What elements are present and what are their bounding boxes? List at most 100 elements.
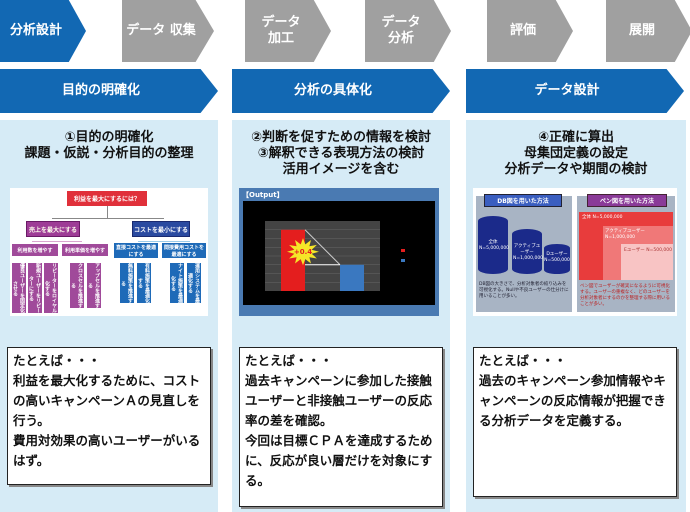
org-leaf: 優良ユーザーを固定化させる (12, 263, 26, 313)
example-box: たとえば・・・ 利益を最大化するために、コストの高いキャンペーンＡの見直しを行う… (7, 347, 211, 485)
venn-label: 全体 N=5,000,000 (582, 215, 622, 221)
connector (52, 218, 164, 219)
org-branch-cost: コストを最小にする (132, 221, 190, 237)
org-leaf: ナイト施策を最適化する (170, 263, 184, 303)
cylinder (544, 244, 570, 274)
org-leaf: リピーターをロイヤル化する (44, 263, 58, 313)
output-bar-chart: +0.4 (265, 221, 405, 291)
panel-specify-analysis: ②判断を促すための情報を検討 ③解釈できる表現方法の検討 活用イメージを含む 【… (232, 120, 450, 512)
bar-1 (281, 229, 305, 291)
venn-method-title: ベン図を用いた方法 (587, 194, 667, 207)
diff-line (304, 229, 341, 266)
venn-name: Eユーザー (624, 248, 645, 253)
title-line: 分析データや期間の検討 (504, 162, 648, 177)
burst-label: +0.4 (294, 248, 312, 256)
org-chart-image: 利益を最大にするには？ 売上を最大にする コストを最小にする 利用数を増やす 利… (10, 188, 208, 316)
org-leaf: 新規ユーザーをリピーターにする (28, 263, 42, 313)
legend-swatch-2 (401, 259, 405, 262)
cyl-name: アクティブユーザー (513, 244, 541, 255)
step-label: 展開 (628, 23, 655, 38)
org-node: 直接コストを最適にする (114, 243, 158, 258)
cyl-name: 全体 (488, 240, 498, 245)
org-node: 利用数を増やす (12, 244, 58, 256)
panel-clarify-purpose: ①目的の明確化 課題・仮説・分析目的の整理 利益を最大にするには？ 売上を最大に… (0, 120, 218, 512)
example-line: 今回は目標ＣＰＡを達成するために、反応が良い層だけを対象にする。 (245, 433, 433, 488)
example-line: たとえば・・・ (245, 353, 333, 368)
connector (32, 241, 82, 242)
phase-label: 目的の明確化 (61, 83, 140, 98)
phase-clarify-purpose: 目的の明確化 (0, 69, 218, 113)
phase-label: 分析の具体化 (293, 83, 372, 98)
step-data-collection[interactable]: データ 収集 (122, 0, 214, 62)
title-line: 母集団定義の設定 (523, 146, 628, 161)
phase-label: データ設計 (534, 83, 600, 98)
output-chart-image: 【Output】 +0.4 (239, 188, 439, 316)
step-data-processing[interactable]: データ 加工 (245, 0, 331, 62)
step-deployment[interactable]: 展開 (606, 0, 690, 62)
step-analysis-design[interactable]: 分析設計 (0, 0, 86, 62)
title-line: ①目的の明確化 (64, 130, 154, 145)
example-box: たとえば・・・ 過去のキャンペーン参加情報やキャンペーンの反応情報が把握できる分… (473, 347, 677, 497)
example-line: たとえば・・・ (13, 353, 101, 368)
step-label: データ 分析 (381, 15, 421, 46)
org-leaf: 運用システムを最適化する (187, 263, 201, 303)
title-line: ④正確に算出 (537, 130, 614, 145)
phase-specify-analysis: 分析の具体化 (232, 69, 450, 113)
example-line: 過去のキャンペーン参加情報やキャンペーンの反応情報が把握できる分析データを定義す… (479, 373, 666, 428)
org-branch-sales: 売上を最大にする (26, 221, 80, 237)
org-leaf: 有料施策を最適化する (137, 263, 151, 303)
title-line: ③解釈できる表現方法の検討 (257, 146, 425, 161)
phase-data-design: データ設計 (466, 69, 684, 113)
title-line: 課題・仮説・分析目的の整理 (24, 146, 194, 161)
panel-title: ②判断を促すための情報を検討 ③解釈できる表現方法の検討 活用イメージを含む (232, 130, 450, 178)
org-node: 利用単価を増やす (62, 244, 108, 256)
cyl-name: Dユーザー (546, 252, 568, 257)
burst-badge (287, 238, 319, 266)
panel-data-design: ④正確に算出 母集団定義の設定 分析データや期間の検討 DB図を用いた方法 全体… (466, 120, 686, 512)
venn-set-e (621, 244, 673, 280)
example-box: たとえば・・・ 過去キャンペーンに参加した接触ユーザーと非接触ユーザーの反応率の… (239, 347, 443, 507)
venn-label: Eユーザー N=500,000 (624, 248, 672, 254)
venn-value: N=1,000,000 (605, 235, 636, 240)
connector (138, 241, 190, 242)
venn-value: N=5,000,000 (592, 215, 623, 220)
bar-2 (340, 264, 364, 291)
org-node: 間接費用コストを最適にする (162, 243, 206, 258)
venn-label: アクティブユーザー N=1,000,000 (605, 229, 675, 241)
title-line: ②判断を促すための情報を検討 (250, 130, 431, 145)
example-line: たとえば・・・ (479, 353, 567, 368)
venn-name: 全体 (582, 215, 591, 220)
example-line: 過去キャンペーンに参加した接触ユーザーと非接触ユーザーの反応率の差を確認。 (245, 373, 433, 428)
db-note: DB図の大きさで、分析対象者の絞り込みを可視化する。Nullや不良ユーザーの仕分… (479, 282, 569, 299)
step-evaluation[interactable]: 評価 (487, 0, 573, 62)
step-label: 分析設計 (9, 23, 62, 38)
cyl-value: N=5,000,000 (479, 246, 510, 251)
org-root: 利益を最大にするには？ (67, 191, 147, 206)
cyl-value: N=1,000,000 (513, 256, 544, 261)
example-line: 費用対効果の高いユーザーがいるはず。 (13, 433, 201, 468)
venn-value: N=500,000 (646, 248, 672, 253)
step-label: データ 収集 (126, 23, 196, 38)
cyl-value: N=500,000 (544, 258, 570, 263)
cylinder (512, 229, 542, 274)
panel-title: ①目的の明確化 課題・仮説・分析目的の整理 (0, 130, 218, 162)
connector (107, 206, 108, 218)
step-label: データ 加工 (261, 15, 301, 46)
chart-frame: +0.4 (243, 201, 435, 305)
venn-method-panel: ベン図を用いた方法 全体 N=5,000,000 アクティブユーザー N=1,0… (577, 194, 675, 312)
org-leaf: アップセルを推進する (87, 263, 101, 308)
example-line: 利益を最大化するために、コストの高いキャンペーンＡの見直しを行う。 (13, 373, 201, 428)
step-data-analysis[interactable]: データ 分析 (365, 0, 451, 62)
db-method-title: DB図を用いた方法 (484, 194, 562, 207)
title-line: 活用イメージを含む (282, 162, 400, 177)
venn-name: アクティブユーザー (605, 229, 645, 234)
venn-note: ベン図でユーザーが確実になるように可視化する。ユーザーの重複なく、どのユーザーを… (580, 284, 671, 307)
panel-title: ④正確に算出 母集団定義の設定 分析データや期間の検討 (466, 130, 686, 178)
org-leaf: クロスセルを推進する (70, 263, 84, 308)
legend-swatch-1 (401, 249, 405, 252)
